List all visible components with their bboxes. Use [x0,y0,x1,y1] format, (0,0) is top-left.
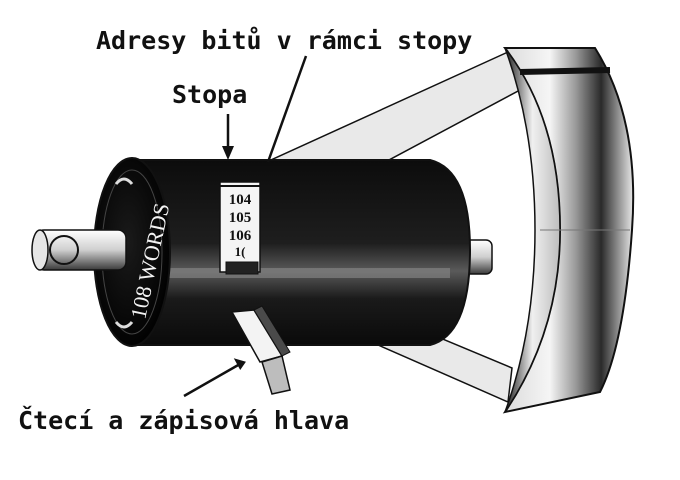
addresses-label: Adresy bitů v rámci stopy [96,26,473,55]
head-arrow [183,358,246,398]
address-window [219,181,261,275]
read-write-head-label: Čtecí a zápisová hlava [18,406,350,435]
addresses-leader-line [266,55,308,163]
track-label: Stopa [172,80,248,109]
drum-cylinder [129,159,472,346]
address-value: 104 [229,192,252,208]
address-value: 105 [229,210,252,226]
track-arrow [222,114,234,160]
left-shaft [31,229,127,271]
read-write-head [230,305,291,395]
address-value: 1( [235,244,246,259]
address-value: 106 [229,228,252,244]
magnified-track-ring [502,47,635,414]
drum-end-cap [93,157,171,347]
